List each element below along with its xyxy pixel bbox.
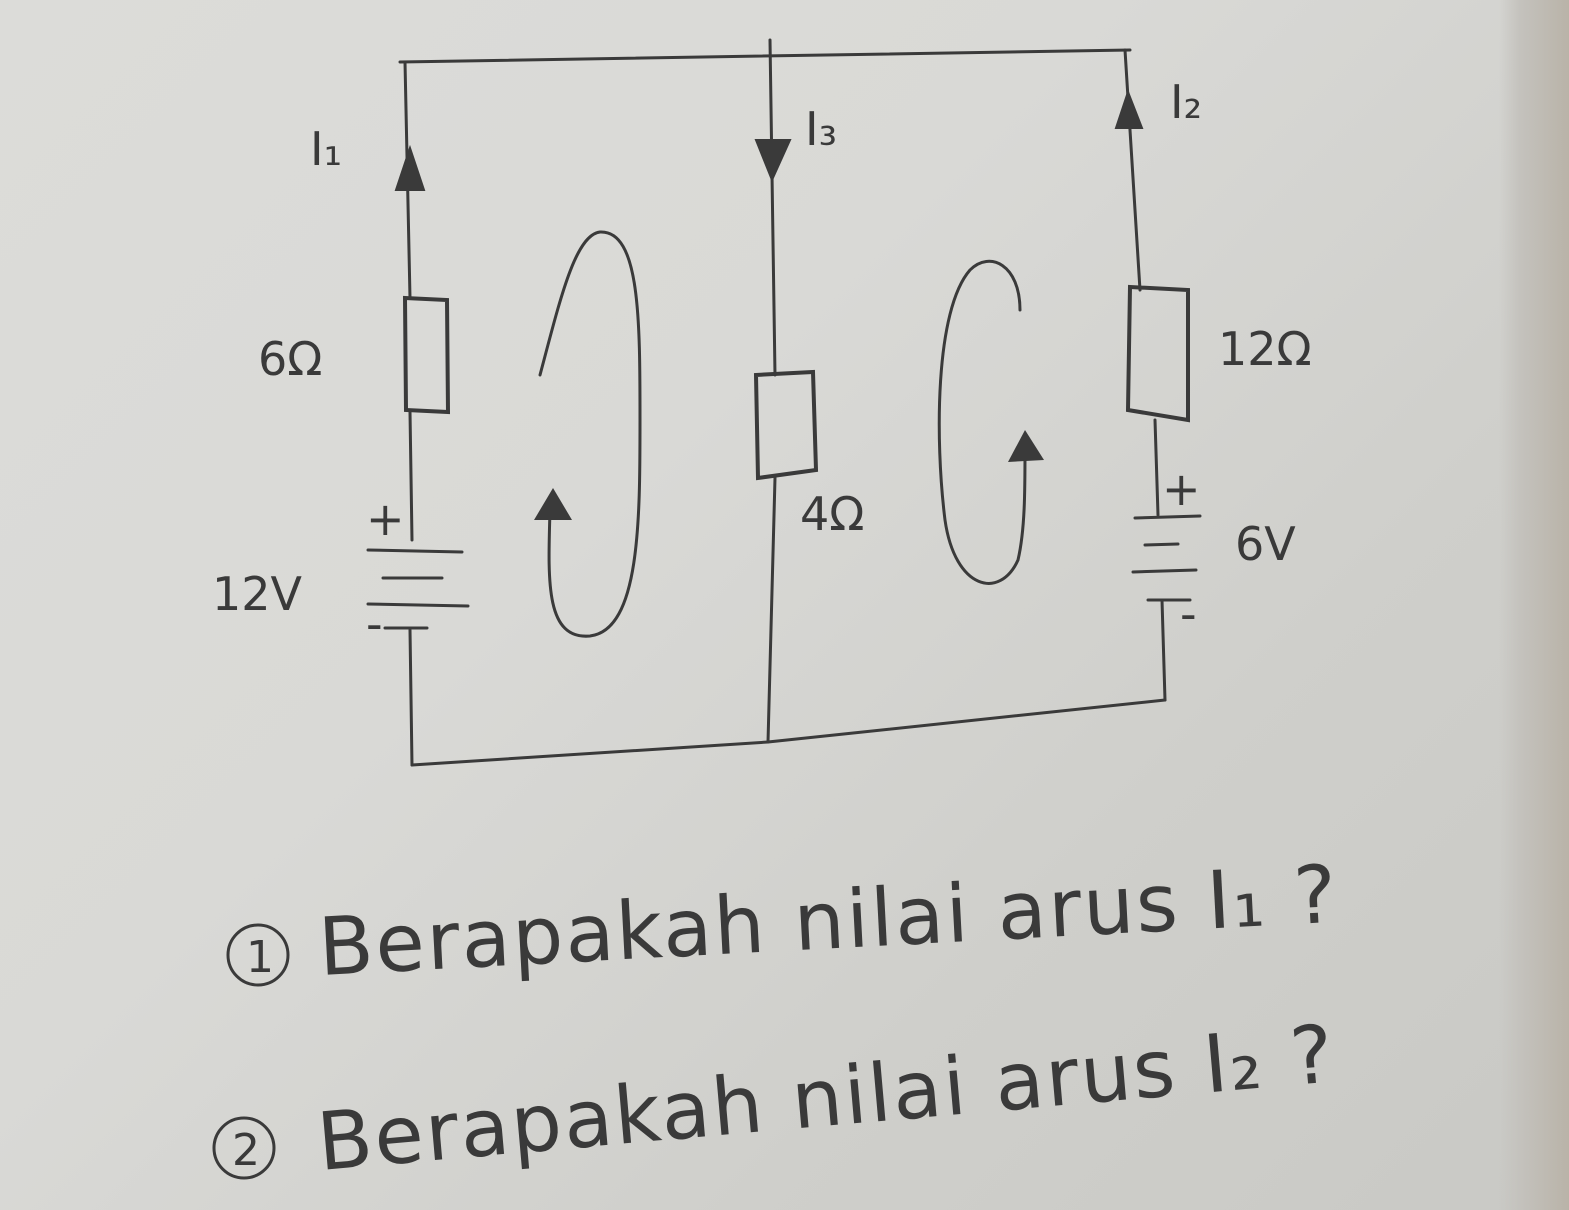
resistor-left [402,295,451,415]
label-right-minus: - [1180,587,1197,641]
label-i2: I₂ [1170,75,1202,129]
label-r-right: 12Ω [1218,322,1312,376]
arrow-i1 [394,144,426,191]
left-wire-lower [408,628,414,767]
loop-right-arrowhead [1008,430,1044,462]
resistor-right [1125,284,1190,423]
question-1-text: Berapakah nilai arus I₁ ? [316,848,1340,994]
arrow-i2 [1114,89,1144,129]
right-wire-upper [1123,48,1142,292]
question-2: 2 Berapakah nilai arus I₂ ? [212,1007,1339,1189]
label-r-left: 6Ω [258,332,322,386]
question-1-number: 1 [246,932,274,983]
label-left-minus: - [366,597,383,651]
label-left-plus: + [366,492,405,546]
resistor-middle [753,369,819,481]
question-1: 1 Berapakah nilai arus I₁ ? [226,848,1341,994]
middle-wire-lower [766,476,777,744]
battery-right-plate-3 [1131,568,1198,574]
loop-left-arrowhead [534,488,572,520]
label-r-middle: 4Ω [800,487,864,541]
arrow-i3 [754,139,792,183]
label-v-left: 12V [212,567,303,621]
table-edge [1499,0,1569,1210]
label-right-plus: + [1162,462,1201,516]
battery-left-plate-1 [366,548,464,554]
battery-left-plate-3 [366,602,470,608]
question-2-circle [212,1116,276,1180]
battery-right-plate-1 [1133,514,1202,520]
question-2-text: Berapakah nilai arus I₂ ? [314,1007,1339,1189]
right-wire-mid [1153,418,1160,517]
label-v-right: 6V [1235,517,1296,571]
left-wire-mid [408,410,414,542]
question-2-number: 2 [232,1125,260,1176]
bottom-wire-right [766,698,1167,744]
middle-wire-upper [768,38,777,377]
label-i3: I₃ [805,102,837,156]
battery-right-plate-2 [1143,542,1180,547]
top-wire [398,48,1132,64]
question-1-circle [226,923,290,987]
loop-left [538,230,642,638]
bottom-wire-left [410,740,770,767]
right-wire-lower [1160,598,1167,702]
loop-right [937,259,1027,585]
label-i1: I₁ [310,122,342,176]
